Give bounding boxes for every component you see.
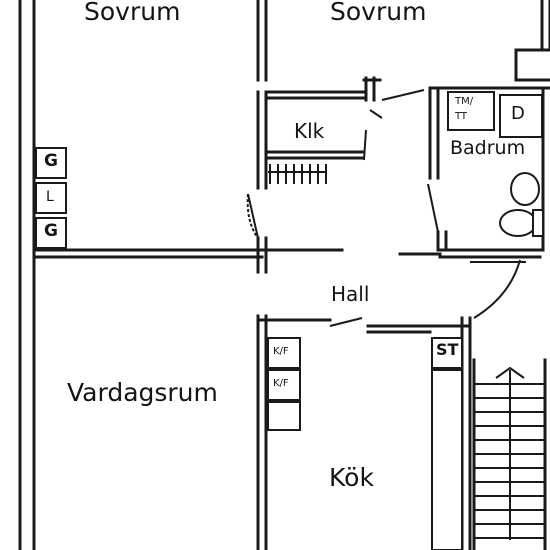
room-label-sovrum-right: Sovrum (330, 0, 427, 26)
fixture-box-g-bottom (35, 217, 67, 249)
fixture-box-st (431, 337, 463, 369)
staircase (474, 366, 545, 540)
toilet-icon (499, 209, 537, 237)
fixture-box-tm-tt (447, 91, 495, 131)
fixture-label-g-top: G (44, 151, 58, 171)
fixture-box-l (35, 182, 67, 214)
room-label-sovrum-left: Sovrum (84, 0, 181, 26)
fixture-label-kf-top: K/F (273, 346, 289, 357)
door-kitchen (329, 317, 363, 327)
room-label-kok: Kök (329, 463, 374, 492)
fixture-label-tt: TT (455, 111, 468, 122)
door-arc-entry (473, 259, 521, 319)
fixture-box-empty (267, 401, 301, 431)
room-label-hall: Hall (331, 282, 370, 306)
door-sovrum-left (247, 193, 259, 239)
door-klk-lower (363, 129, 367, 161)
room-label-klk: Klk (294, 119, 325, 143)
fixture-box-g-top (35, 147, 67, 179)
fixture-box-d (499, 94, 543, 138)
room-label-vardagsrum: Vardagsrum (67, 378, 218, 407)
fixture-label-tm: TM/ (455, 96, 474, 107)
door-arc-sovrum-left (246, 193, 259, 239)
door-klk (369, 109, 383, 119)
fixture-label-kf-bottom: K/F (273, 378, 289, 389)
kitchen-counter (431, 369, 463, 550)
fixture-label-g-bottom: G (44, 221, 58, 241)
klk-shelving (268, 164, 327, 184)
sink-icon (510, 172, 540, 206)
door-sovrum-right (381, 89, 425, 101)
toilet-tank-icon (532, 209, 544, 237)
room-label-badrum: Badrum (450, 137, 526, 159)
fixture-label-l: L (46, 189, 54, 205)
door-badrum (427, 183, 439, 233)
fixture-box-kf-top (267, 337, 301, 369)
fixture-label-d: D (511, 103, 525, 124)
fixture-box-kf-bottom (267, 369, 301, 401)
fixture-label-st: ST (436, 340, 459, 359)
